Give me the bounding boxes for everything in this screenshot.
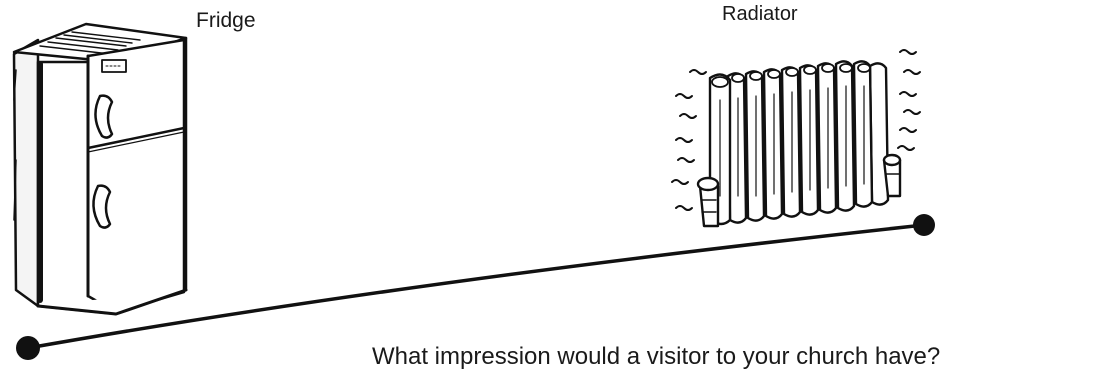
radiator-icon [672,50,920,226]
scale-endpoint-left [16,336,40,360]
scale-endpoint-right [913,214,935,236]
radiator-label: Radiator [722,4,798,24]
fridge-label: Fridge [196,10,256,31]
question-text: What impression would a visitor to your … [372,345,940,369]
fridge-icon [14,24,186,314]
